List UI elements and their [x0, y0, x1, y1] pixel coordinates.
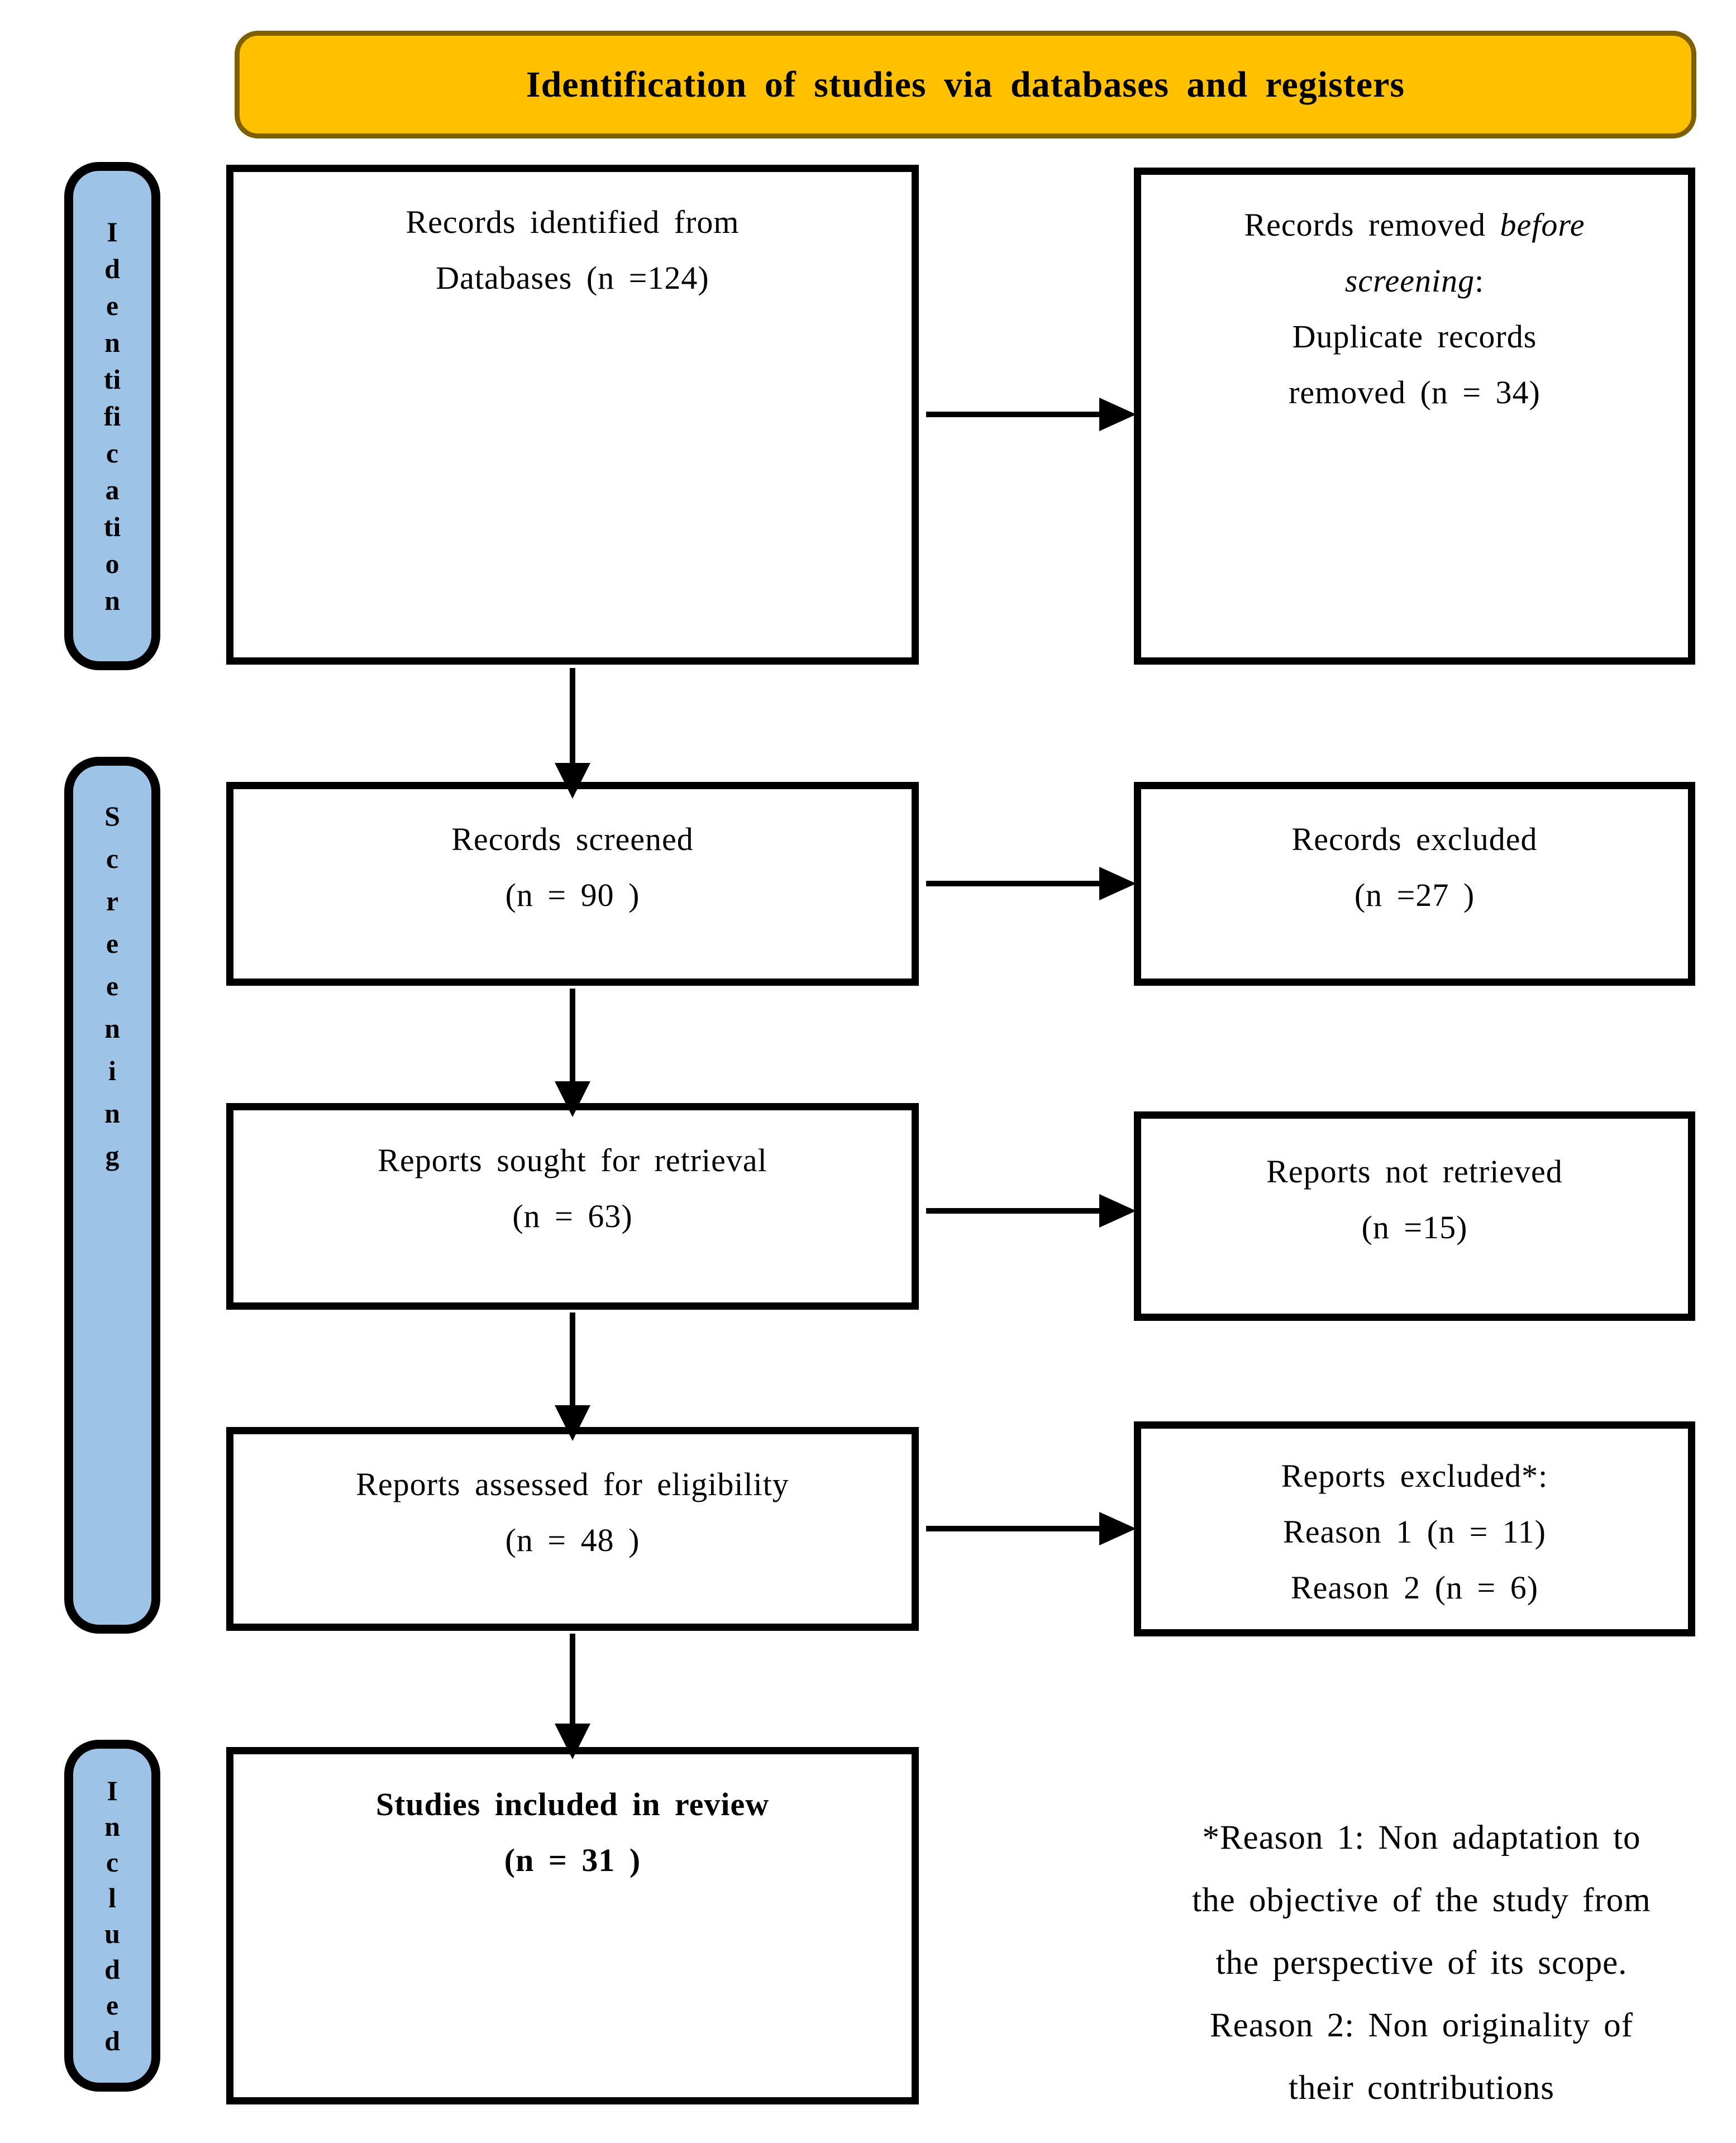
box-text-line: Reports not retrieved — [1266, 1153, 1563, 1190]
stage-letter: e — [106, 1989, 119, 2021]
banner-title: Identification of studies via databases … — [526, 64, 1405, 105]
stage-letter: c — [106, 843, 119, 874]
stage-letter: n — [104, 1013, 120, 1044]
stage-letter: e — [106, 970, 119, 1001]
stage-letter: I — [107, 216, 118, 247]
footnote-line: their contributions — [1289, 2069, 1554, 2107]
stage-letter: ti — [103, 511, 121, 542]
stage-letter: fi — [103, 400, 121, 432]
box-reports-assessed: Reports assessed for eligibility (n = 48… — [226, 1427, 919, 1631]
box-reports-sought: Reports sought for retrieval (n = 63) — [226, 1103, 919, 1310]
arrow-identified-to-screened — [555, 668, 590, 799]
stage-letter: e — [106, 928, 119, 959]
box-text-segment-italic: before — [1500, 207, 1585, 243]
box-text-line: (n =15) — [1361, 1209, 1468, 1245]
stage-letter: d — [104, 1954, 120, 1985]
arrow-sought-to-assessed — [555, 1312, 590, 1441]
box-text-line: Reports excluded*: — [1281, 1458, 1548, 1494]
stage-letter: I — [107, 1775, 118, 1806]
box-text-line: Records identified from — [406, 204, 740, 240]
stage-letter: c — [106, 1846, 119, 1878]
box-text-line: Duplicate records — [1292, 318, 1537, 355]
footnote-reasons: *Reason 1: Non adaptation to the objecti… — [1112, 1807, 1732, 2120]
box-text-line: Reports sought for retrieval — [378, 1142, 767, 1178]
arrow-sought-to-not-retrieved — [926, 1194, 1136, 1228]
box-reports-not-retrieved: Reports not retrieved (n =15) — [1134, 1111, 1695, 1321]
box-text-line: (n = 48 ) — [505, 1522, 640, 1558]
stage-letter: d — [104, 253, 120, 284]
box-records-removed: Records removed before screening: Duplic… — [1134, 168, 1695, 665]
stage-letter: ti — [103, 364, 121, 395]
box-records-excluded: Records excluded (n =27 ) — [1134, 782, 1695, 986]
box-text-segment: : — [1475, 262, 1485, 299]
box-text-line: Reason 2 (n = 6) — [1290, 1569, 1539, 1606]
box-text-line: Databases (n =124) — [436, 260, 709, 296]
stage-bar-screening: S c r e e n i n g — [64, 757, 160, 1634]
stage-letter: c — [106, 437, 119, 469]
stage-letter: a — [105, 474, 120, 505]
box-text-line: Records removed before — [1141, 197, 1688, 253]
stage-bar-included: I n c l u d e d — [64, 1740, 160, 2092]
box-text-line: (n =27 ) — [1354, 877, 1475, 913]
stage-letter: n — [104, 327, 120, 358]
stage-letter: g — [105, 1140, 120, 1171]
arrow-assessed-to-included — [555, 1634, 590, 1759]
stage-letter: r — [106, 885, 119, 917]
box-records-identified: Records identified from Databases (n =12… — [226, 165, 919, 665]
stage-letter: n — [104, 1097, 120, 1129]
stage-bar-identification: I d e n ti fi c a ti o n — [64, 162, 160, 670]
stage-letter: u — [104, 1918, 120, 1949]
arrow-assessed-to-reports-excluded — [926, 1512, 1136, 1545]
box-text-line: removed (n = 34) — [1289, 374, 1541, 411]
footnote-line: *Reason 1: Non adaptation to — [1202, 1819, 1641, 1856]
box-text-line: Records screened — [451, 821, 694, 857]
box-studies-included: Studies included in review (n = 31 ) — [226, 1747, 919, 2104]
footnote-line: the objective of the study from — [1192, 1882, 1651, 1919]
box-text-line: (n = 31 ) — [504, 1842, 641, 1878]
stage-letter: i — [108, 1055, 116, 1086]
box-text-line: Records excluded — [1291, 821, 1538, 857]
stage-letter: o — [105, 548, 120, 579]
stage-letter: S — [104, 800, 120, 832]
box-text-segment: Records removed — [1244, 207, 1500, 243]
stage-letter: d — [104, 2025, 120, 2056]
box-text-line: Studies included in review — [375, 1786, 770, 1822]
stage-letter: n — [104, 585, 120, 616]
box-text-segment-italic: screening — [1344, 262, 1475, 299]
arrow-screened-to-sought — [555, 989, 590, 1117]
footnote-line: the perspective of its scope. — [1215, 1944, 1628, 1982]
box-reports-excluded: Reports excluded*: Reason 1 (n = 11) Rea… — [1134, 1421, 1695, 1636]
stage-letter: e — [106, 290, 119, 321]
banner-identification-of-studies: Identification of studies via databases … — [235, 31, 1696, 139]
footnote-line: Reason 2: Non originality of — [1209, 2007, 1633, 2044]
box-text-line: (n = 63) — [512, 1198, 633, 1234]
box-text-line: screening: — [1141, 253, 1688, 309]
box-text-line: Reports assessed for eligibility — [356, 1466, 789, 1502]
box-text-line: (n = 90 ) — [505, 877, 640, 913]
box-records-screened: Records screened (n = 90 ) — [226, 782, 919, 986]
arrow-screened-to-excluded — [926, 867, 1136, 900]
arrow-identified-to-removed — [926, 398, 1136, 431]
stage-letter: n — [104, 1811, 120, 1842]
box-text-line: Reason 1 (n = 11) — [1283, 1514, 1546, 1550]
stage-letter: l — [108, 1882, 116, 1913]
